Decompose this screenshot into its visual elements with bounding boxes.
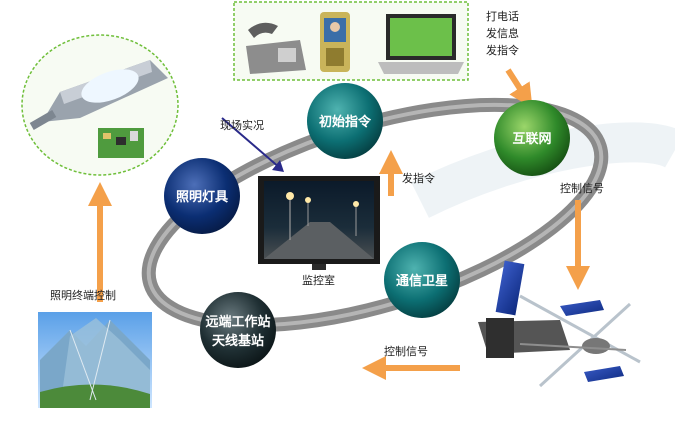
node-internet: 互联网 bbox=[494, 100, 570, 176]
phone-actions-list: 打电话 发信息 发指令 bbox=[486, 8, 519, 59]
arrow-live-view-head bbox=[272, 160, 284, 172]
monitoring-room-label: 监控室 bbox=[302, 274, 335, 287]
satellite-image bbox=[478, 260, 641, 388]
phone-action-call: 打电话 bbox=[486, 10, 519, 23]
node-remote-station-label-2: 天线基站 bbox=[212, 333, 264, 349]
live-view-label: 现场实况 bbox=[220, 119, 264, 132]
arrow-live-view bbox=[221, 117, 281, 169]
terminal-control-label: 照明终端控制 bbox=[50, 289, 116, 302]
node-lighting-fixture: 照明灯具 bbox=[164, 158, 240, 234]
send-command-label: 发指令 bbox=[402, 172, 435, 185]
phone-action-message: 发信息 bbox=[486, 27, 519, 40]
background-swoosh bbox=[411, 122, 675, 218]
node-remote-station: 远端工作站 天线基站 bbox=[200, 292, 276, 368]
monitor-image bbox=[258, 176, 380, 270]
node-lighting-fixture-label: 照明灯具 bbox=[176, 189, 228, 205]
street-lamp-image bbox=[21, 34, 179, 176]
control-signal-bottom-label: 控制信号 bbox=[384, 345, 428, 358]
node-comm-satellite-label: 通信卫星 bbox=[396, 273, 448, 289]
node-initial-command-label: 初始指令 bbox=[319, 114, 372, 130]
control-signal-right-label: 控制信号 bbox=[560, 182, 604, 195]
devices-image bbox=[233, 1, 469, 81]
antenna-station-image bbox=[38, 312, 152, 408]
node-comm-satellite: 通信卫星 bbox=[384, 242, 460, 318]
phone-action-command: 发指令 bbox=[486, 44, 519, 57]
arrow-phone-to-internet bbox=[505, 68, 533, 109]
node-internet-label: 互联网 bbox=[512, 132, 551, 147]
node-remote-station-label-1: 远端工作站 bbox=[205, 314, 270, 330]
node-initial-command: 初始指令 bbox=[307, 83, 383, 159]
